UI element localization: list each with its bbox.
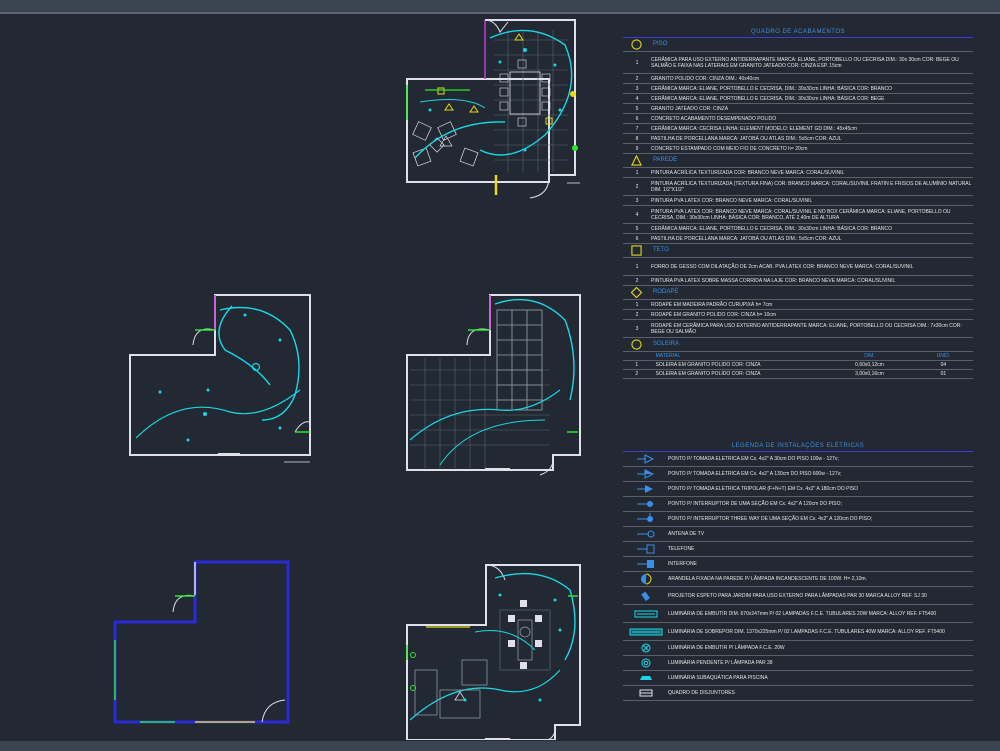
floor-plan-walls[interactable] [113, 560, 290, 724]
breaker-panel-icon [639, 689, 652, 697]
list-item: LUMINÁRIA DE EMBUTIR P/ LÂMPADA F.C.E. 2… [623, 641, 973, 656]
section-piso: PISO [623, 38, 973, 52]
list-item: LUMINÁRIA DE EMBUTIR DIM. 670x247mm P/ 0… [623, 605, 973, 623]
list-item: LUMINÁRIA DE SOBREPOR DIM. 1370x225mm P/… [623, 623, 973, 641]
floor-plan-furniture[interactable] [406, 19, 580, 199]
list-item: PONTO P/ TOMADA ELETRICA EM Cx. 4x2" A 3… [623, 452, 973, 467]
tv-antenna-icon [636, 530, 654, 538]
pendant-lamp-icon [641, 658, 650, 668]
list-item: PONTO P/ TOMADA ELETRICA TRIPOLAR (F+N+T… [623, 482, 973, 497]
floor-plan-electrical[interactable] [406, 564, 581, 740]
table-row: 1 SOLEIRA EM GRANITO POLIDO COR: CINZA 0… [623, 361, 973, 370]
garden-spotlight-icon [640, 591, 650, 601]
table-header: MATERIAL DIM. UNID. [623, 352, 973, 361]
list-item: LUMINÁRIA PENDENTE P/ LÂMPADA PAR 38 [623, 656, 973, 671]
wall-sconce-icon [640, 573, 651, 585]
diamond-symbol-icon [631, 287, 642, 298]
intercom-icon [636, 560, 654, 568]
outlet-mid-icon [636, 469, 654, 479]
surface-luminaire-icon [629, 628, 662, 635]
list-item: ANTENA DE TV [623, 527, 973, 542]
outlet-triphase-icon [636, 485, 653, 493]
circle-symbol-icon [631, 39, 642, 50]
table-row: 2 SOLEIRA EM GRANITO POLIDO COR: CINZA 3… [623, 370, 973, 379]
list-item: QUADRO DE DISJUNTORES [623, 686, 973, 701]
outlet-low-icon [636, 454, 654, 464]
section-piso-label: PISO [653, 41, 668, 47]
section-soleira-label: SOLEIRA [653, 341, 680, 347]
section-teto-label: TETO [653, 247, 669, 253]
section-rodape: RODAPÉ [623, 286, 973, 300]
triangle-symbol-icon [631, 155, 642, 166]
circle-symbol-icon [631, 339, 642, 350]
section-teto: TETO [623, 244, 973, 258]
section-rodape-label: RODAPÉ [653, 289, 679, 295]
list-item: PONTO P/ TOMADA ELETRICA EM Cx. 4x2" A 1… [623, 467, 973, 482]
section-parede-label: PAREDE [653, 157, 678, 163]
toolbar-strip [0, 12, 1000, 14]
status-bar [0, 741, 1000, 751]
floor-plan-tiles[interactable] [406, 294, 581, 476]
list-item: INTERFONE [623, 557, 973, 572]
list-item: ARANDELA FIXADA NA PAREDE P/ LÂMPADA INC… [623, 572, 973, 587]
switch-single-icon [636, 501, 653, 507]
section-soleira: SOLEIRA [623, 338, 973, 352]
list-item: PONTO P/ INTERRUPTOR THREE WAY DE UMA SE… [623, 512, 973, 527]
electrical-legend-title: LEGENDA DE INSTALAÇÕES ELÉTRICAS [623, 441, 973, 452]
floor-plan-ceiling[interactable] [129, 294, 311, 463]
electrical-legend: LEGENDA DE INSTALAÇÕES ELÉTRICAS PONTO P… [623, 441, 973, 701]
list-item: PROJETOR ESPETO PARA JARDIM PARA USO EXT… [623, 587, 973, 605]
recessed-lamp-icon [641, 643, 650, 653]
materials-legend-title: QUADRO DE ACABAMENTOS [623, 27, 973, 38]
drawing-canvas[interactable] [0, 0, 620, 740]
list-item: PONTO P/ INTERRUPTOR DE UMA SEÇÃO EM Cx.… [623, 497, 973, 512]
window-titlebar [0, 0, 1000, 12]
telephone-icon [636, 544, 654, 554]
pool-light-icon [639, 676, 652, 680]
list-item: LUMINÁRIA SUBAQUÁTICA PARA PISCINA [623, 671, 973, 686]
switch-three-way-icon [636, 513, 653, 522]
recessed-luminaire-icon [634, 610, 657, 617]
square-symbol-icon [631, 245, 642, 256]
section-parede: PAREDE [623, 154, 973, 168]
list-item: TELEFONE [623, 542, 973, 557]
